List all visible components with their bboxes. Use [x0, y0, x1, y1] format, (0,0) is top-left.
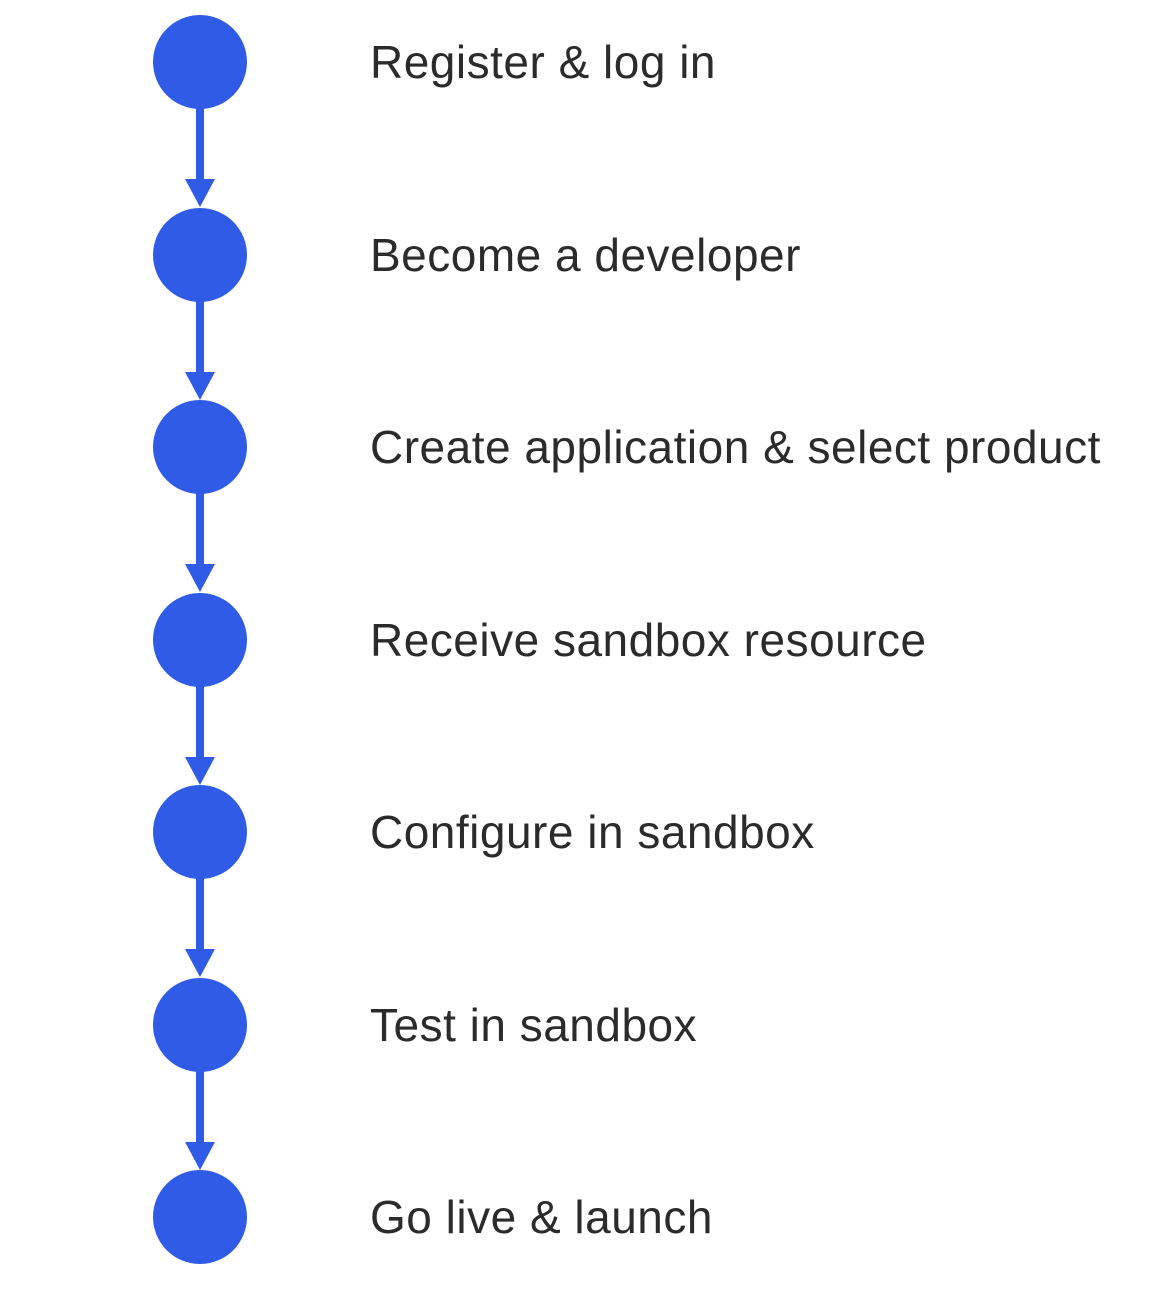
- arrow-head: [185, 179, 215, 207]
- flow-step-become-developer: Become a developer: [0, 208, 1164, 400]
- flow-step-receive-sandbox: Receive sandbox resource: [0, 593, 1164, 785]
- arrow-head: [185, 564, 215, 592]
- step-node-circle: [153, 785, 247, 879]
- arrow-line: [196, 108, 204, 179]
- arrow-down-icon: [153, 1071, 247, 1170]
- step-label: Create application & select product: [370, 421, 1101, 473]
- step-label: Receive sandbox resource: [370, 614, 927, 666]
- step-node-circle: [153, 1170, 247, 1264]
- step-node-circle: [153, 593, 247, 687]
- arrow-down-icon: [153, 108, 247, 207]
- arrow-down-icon: [153, 686, 247, 785]
- arrow-head: [185, 949, 215, 977]
- step-label: Register & log in: [370, 36, 716, 88]
- arrow-line: [196, 686, 204, 757]
- step-node-circle: [153, 400, 247, 494]
- step-node-circle: [153, 978, 247, 1072]
- arrow-line: [196, 878, 204, 949]
- flow-step-register: Register & log in: [0, 15, 1164, 207]
- flow-step-configure-sandbox: Configure in sandbox: [0, 785, 1164, 977]
- step-label: Go live & launch: [370, 1191, 713, 1243]
- arrow-line: [196, 493, 204, 564]
- arrow-head: [185, 1142, 215, 1170]
- arrow-head: [185, 757, 215, 785]
- step-label: Configure in sandbox: [370, 806, 815, 858]
- flow-step-go-live: Go live & launch: [0, 1170, 1164, 1264]
- arrow-head: [185, 372, 215, 400]
- step-label: Test in sandbox: [370, 999, 698, 1051]
- arrow-line: [196, 1071, 204, 1142]
- arrow-down-icon: [153, 878, 247, 977]
- step-node-circle: [153, 15, 247, 109]
- flow-step-test-sandbox: Test in sandbox: [0, 978, 1164, 1170]
- arrow-down-icon: [153, 301, 247, 400]
- step-label: Become a developer: [370, 229, 801, 281]
- arrow-down-icon: [153, 493, 247, 592]
- flow-step-create-application: Create application & select product: [0, 400, 1164, 592]
- arrow-line: [196, 301, 204, 372]
- step-node-circle: [153, 208, 247, 302]
